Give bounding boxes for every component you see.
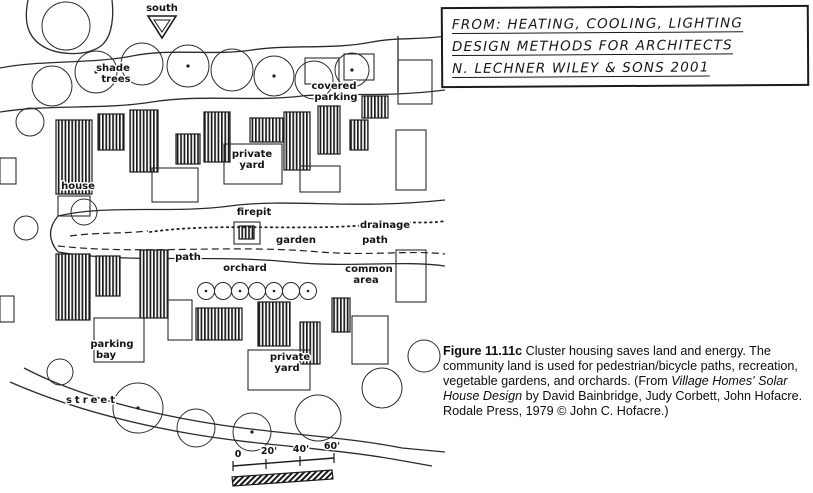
site-plan-drawing: south shade trees covered parking privat… [0, 0, 445, 487]
figure-caption: Figure 11.11c Cluster housing saves land… [443, 344, 809, 419]
label-firepit: firepit [237, 207, 272, 218]
label-private-yard-lower: yard [274, 363, 299, 374]
label-covered-parking: covered [312, 81, 357, 92]
label-south: south [146, 3, 178, 14]
site-plan: south shade trees covered parking privat… [0, 0, 445, 487]
scale-tick-20: 20' [261, 446, 277, 457]
source-note-line: DESIGN METHODS FOR ARCHITECTS [451, 37, 733, 56]
label-shade-trees: trees [101, 74, 130, 85]
scale-tick-0: 0 [235, 449, 242, 460]
source-note-box: FROM: HEATING, COOLING, LIGHTING DESIGN … [440, 4, 810, 89]
source-note-line: FROM: HEATING, COOLING, LIGHTING [451, 15, 744, 34]
caption-text-1: Cluster housing saves land and energy. T… [443, 344, 798, 388]
hatched-house-footprints [55, 95, 389, 365]
label-street: street [66, 395, 118, 406]
figure-label: Figure 11.11c [443, 344, 523, 358]
label-private-yard-upper: private [232, 149, 273, 160]
caption-book-title: Village Homes' Solar House Design [443, 374, 788, 403]
scale-bar [231, 453, 335, 487]
label-parking-bay: bay [96, 350, 117, 361]
caption-text-2: by David Bainbridge, Judy Corbett, John … [443, 389, 803, 418]
label-path: path [175, 252, 201, 263]
label-parking-bay: parking [90, 339, 133, 350]
label-covered-parking: parking [314, 92, 357, 103]
label-drainage: drainage [360, 220, 410, 231]
scale-tick-40: 40' [293, 444, 309, 455]
drainage-and-paths [57, 220, 445, 255]
tree-circles [13, 1, 441, 452]
orchard-tree-dots [204, 289, 310, 293]
label-orchard: orchard [223, 263, 267, 274]
label-common-area: common [345, 264, 393, 275]
label-house: house [61, 181, 95, 192]
label-drainage-path: path [362, 235, 388, 246]
label-shade-trees: shade [96, 63, 130, 74]
tree-center-dots [94, 64, 354, 434]
label-common-area: area [353, 275, 378, 286]
label-private-yard-lower: private [270, 352, 311, 363]
outline-building-footprints [0, 53, 433, 391]
label-private-yard-upper: yard [239, 160, 264, 171]
south-arrow-icon [146, 15, 178, 40]
source-note-line: N. LECHNER WILEY & SONS 2001 [452, 59, 710, 78]
orchard-tree-circles [197, 282, 317, 300]
label-garden: garden [276, 235, 316, 246]
scale-tick-60: 60' [324, 441, 340, 452]
